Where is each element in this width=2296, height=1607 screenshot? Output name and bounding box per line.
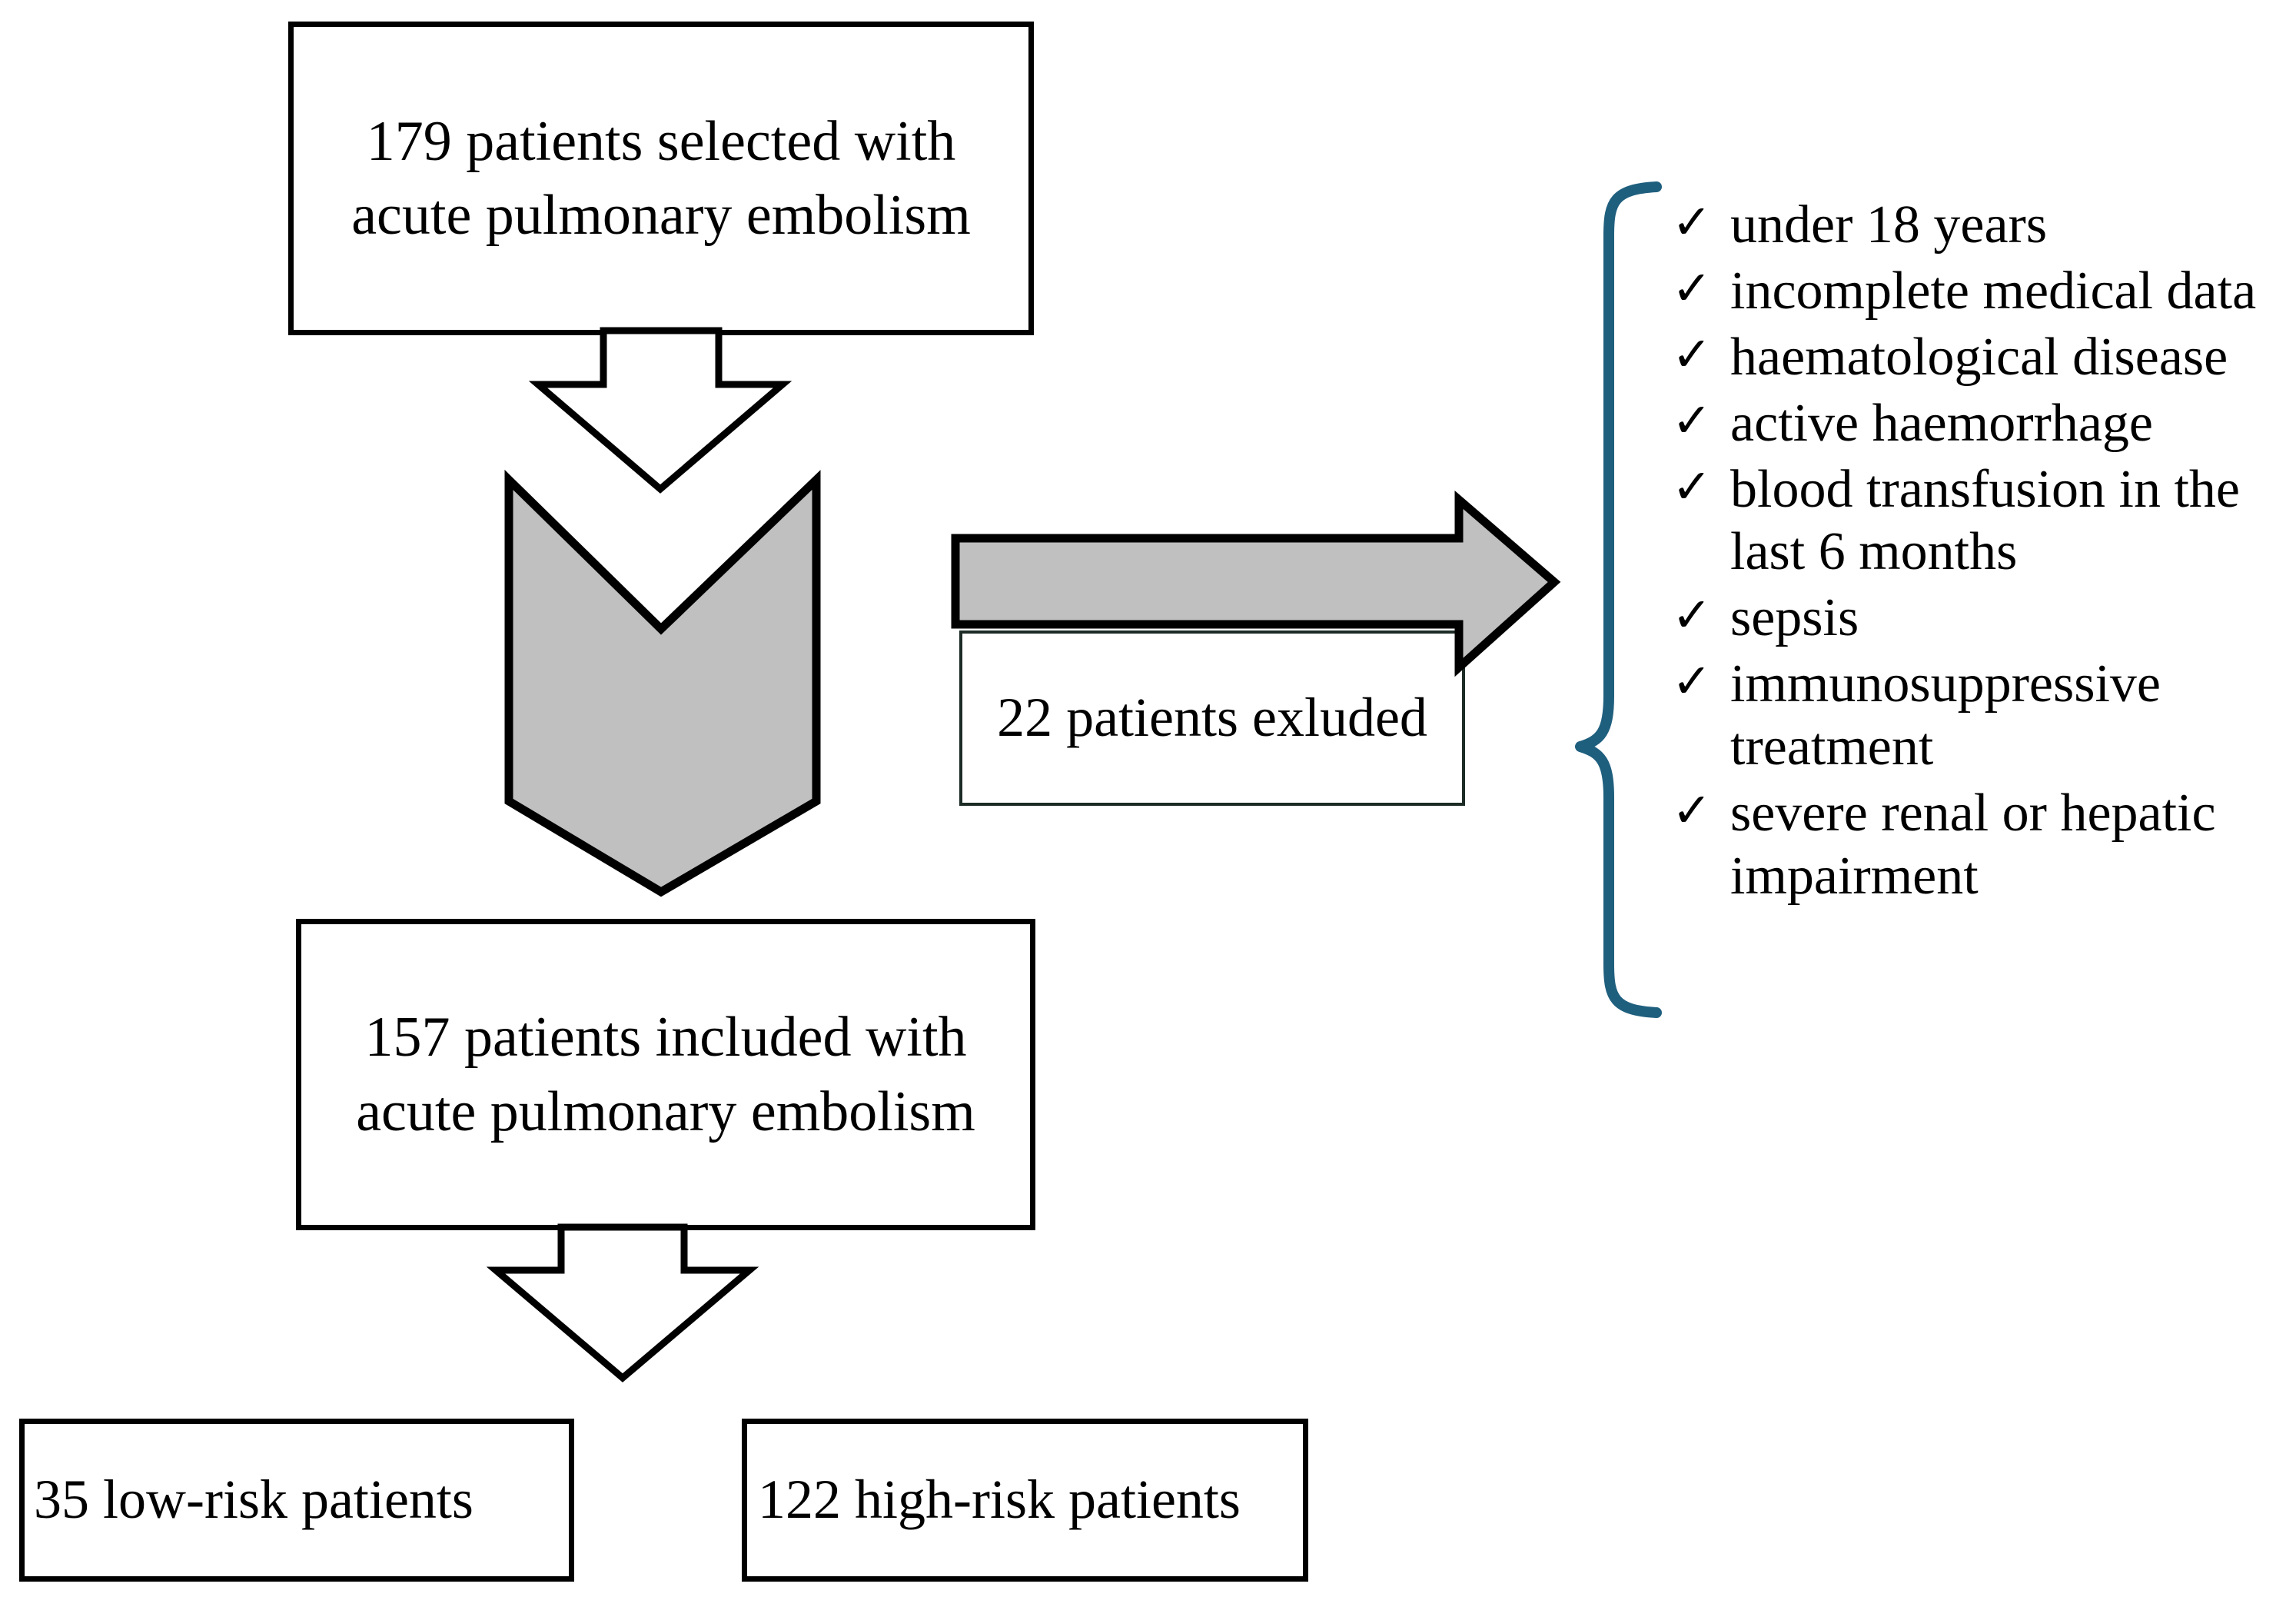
- checkmark-icon: ✓: [1672, 259, 1712, 316]
- exclusion-criteria-item-label: blood transfusion in the last 6 months: [1730, 459, 2240, 582]
- exclusion-criteria-item-label: under 18 years: [1730, 195, 2048, 255]
- box-patients-excluded: 22 patients exluded: [959, 630, 1465, 806]
- box-patients-selected-label: 179 patients selected with acute pulmona…: [351, 109, 971, 247]
- exclusion-criteria-item: ✓ immunosuppressive treatment: [1672, 653, 2296, 779]
- exclusion-criteria-item: ✓ haematological disease: [1672, 326, 2296, 389]
- checkmark-icon: ✓: [1672, 782, 1712, 839]
- checkmark-icon: ✓: [1672, 325, 1712, 382]
- box-high-risk-patients-label: 122 high-risk patients: [758, 1469, 1241, 1531]
- exclusion-criteria-item: ✓ sepsis: [1672, 587, 2296, 650]
- box-patients-included-label: 157 patients included with acute pulmona…: [356, 1006, 975, 1143]
- exclusion-criteria-list: ✓ under 18 years ✓ incomplete medical da…: [1672, 194, 2296, 911]
- exclusion-criteria-item: ✓ incomplete medical data: [1672, 260, 2296, 323]
- exclusion-criteria-item: ✓ severe renal or hepatic impairment: [1672, 782, 2296, 908]
- exclusion-criteria-item: ✓ blood transfusion in the last 6 months: [1672, 458, 2296, 584]
- exclusion-criteria-item-label: severe renal or hepatic impairment: [1730, 784, 2216, 906]
- gray-chevron-icon: [504, 469, 821, 897]
- box-low-risk-patients-label: 35 low-risk patients: [34, 1469, 473, 1531]
- down-arrow-top-icon: [528, 327, 792, 494]
- box-high-risk-patients: 122 high-risk patients: [742, 1419, 1308, 1582]
- exclusion-criteria-item-label: immunosuppressive treatment: [1730, 654, 2161, 777]
- exclusion-criteria-item-label: sepsis: [1730, 588, 1859, 648]
- exclusion-criteria-item: ✓ active haemorrhage: [1672, 392, 2296, 455]
- exclusion-brace-icon: [1575, 181, 1662, 1018]
- exclusion-criteria-item-label: incomplete medical data: [1730, 261, 2257, 321]
- checkmark-icon: ✓: [1672, 457, 1712, 514]
- box-patients-included: 157 patients included with acute pulmona…: [296, 919, 1035, 1230]
- exclusion-criteria-item: ✓ under 18 years: [1672, 194, 2296, 257]
- down-arrow-bottom-icon: [486, 1223, 759, 1382]
- exclusion-criteria-item-label: active haemorrhage: [1730, 393, 2153, 453]
- exclusion-criteria-item-label: haematological disease: [1730, 327, 2228, 387]
- checkmark-icon: ✓: [1672, 391, 1712, 448]
- box-low-risk-patients: 35 low-risk patients: [19, 1419, 574, 1582]
- box-patients-selected: 179 patients selected with acute pulmona…: [288, 22, 1034, 335]
- checkmark-icon: ✓: [1672, 587, 1712, 644]
- box-patients-excluded-label: 22 patients exluded: [997, 687, 1427, 749]
- checkmark-icon: ✓: [1672, 194, 1712, 250]
- checkmark-icon: ✓: [1672, 653, 1712, 710]
